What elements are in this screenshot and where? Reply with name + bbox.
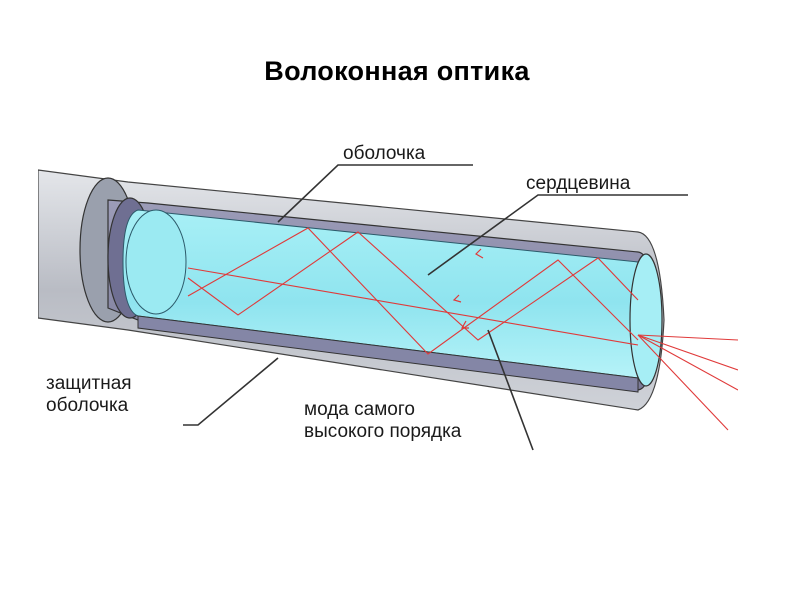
leader-lines [183, 164, 688, 451]
jacket-label-line1: защитная [46, 373, 132, 394]
ray-arrows [452, 248, 484, 329]
core-label: сердцевина [526, 173, 631, 194]
mode-label-line1: мода самого [304, 399, 415, 420]
light-rays [187, 227, 738, 431]
fiber-end-face [629, 253, 663, 387]
fiber-optic-diagram: оболочка сердцевина защитная оболочка мо… [38, 140, 738, 452]
fiber-illustration [38, 164, 738, 451]
mode-label-line2: высокого порядка [304, 421, 462, 442]
cladding-lower-edge [137, 315, 639, 393]
cladding-label: оболочка [343, 143, 426, 164]
jacket-label-line2: оболочка [46, 395, 129, 416]
page-title: Волоконная оптика [264, 56, 530, 86]
core-end-face [125, 209, 187, 315]
